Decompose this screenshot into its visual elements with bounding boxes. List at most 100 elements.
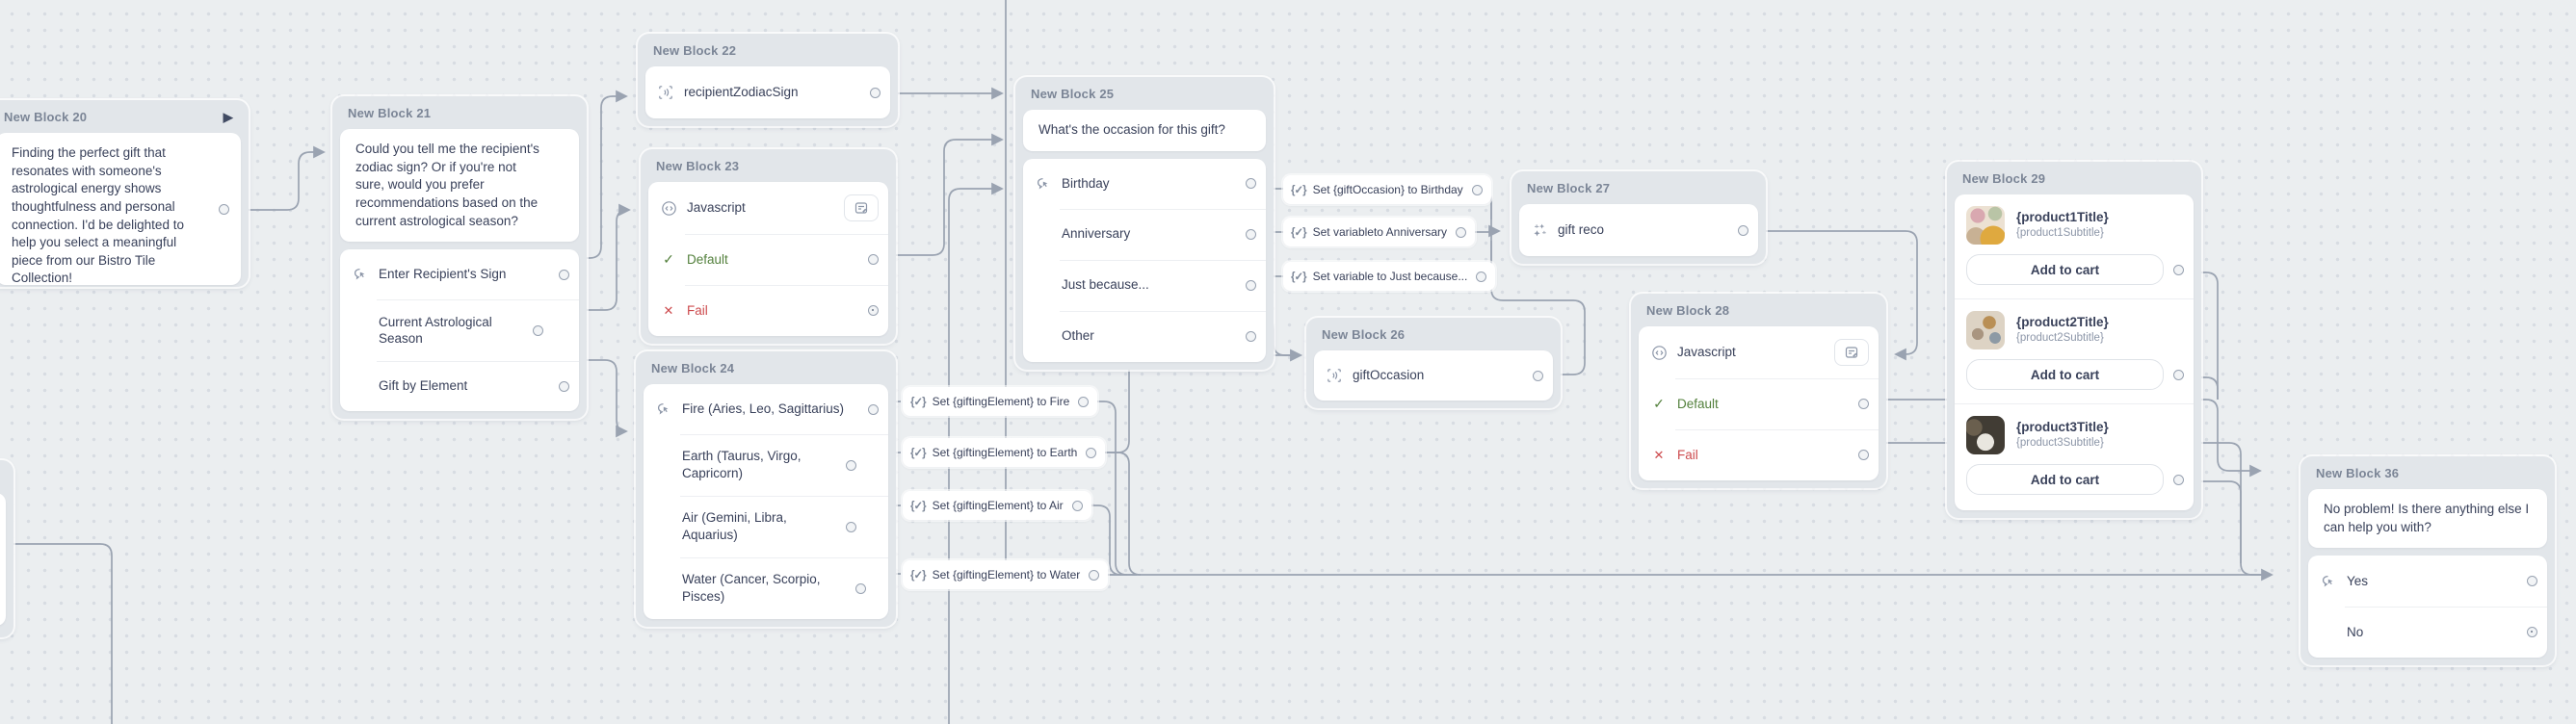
choice-row[interactable]: Yes (2308, 556, 2547, 607)
choice-row[interactable]: Air (Gemini, Libra, Aquarius) (644, 496, 888, 557)
choice-row[interactable]: Gift by Element (340, 361, 579, 411)
output-port[interactable] (219, 204, 229, 215)
output-port[interactable] (1246, 330, 1256, 342)
code-row[interactable]: Javascript (648, 182, 888, 234)
block-title: New Block 25 (1031, 86, 1115, 101)
set-variable-icon: {✓} (910, 570, 927, 582)
choice-row[interactable]: Enter Recipient's Sign (340, 249, 579, 299)
block-22[interactable]: New Block 22 recipientZodiacSign (638, 34, 898, 126)
chip-label: Set {giftingElement} to Water (932, 568, 1081, 582)
output-port[interactable] (1246, 279, 1256, 291)
output-port[interactable] (1471, 184, 1483, 195)
click-cursor-icon (2320, 574, 2337, 589)
set-variable-chip[interactable]: {✓} Set variable to Just because... (1283, 262, 1496, 291)
product-title: {product3Title} (2016, 420, 2109, 435)
x-icon: ✕ (663, 302, 674, 318)
block-29[interactable]: New Block 29 {product1Title} {product1Su… (1947, 162, 2201, 518)
block-20[interactable]: New Block 20 ▶ Finding the perfect gift … (0, 100, 249, 287)
edit-code-button[interactable] (844, 194, 879, 221)
output-port[interactable] (533, 324, 543, 336)
message-card[interactable]: What's the occasion for this gift? (1023, 110, 1266, 151)
output-port[interactable] (2527, 627, 2537, 638)
output-port[interactable] (1858, 399, 1869, 409)
path-row-fail[interactable]: ✕ Fail (648, 285, 888, 336)
set-variable-chip[interactable]: {✓} Set {giftOccasion} to Birthday (1283, 175, 1491, 204)
capture-row[interactable]: giftOccasion (1314, 350, 1553, 401)
path-label: Default (1677, 396, 1719, 411)
path-row-default[interactable]: ✓ Default (1639, 378, 1879, 429)
carousel-card-3[interactable]: {product3Title} {product3Subtitle} (1955, 404, 2194, 458)
choice-label: Anniversary (1062, 226, 1131, 242)
set-variable-chip[interactable]: {✓} Set variableto Anniversary (1283, 218, 1475, 246)
choice-row[interactable]: Water (Cancer, Scorpio, Pisces) (644, 557, 888, 619)
output-port[interactable] (846, 521, 856, 532)
block-21[interactable]: New Block 21 Could you tell me the recip… (332, 96, 587, 420)
block-27[interactable]: New Block 27 gift reco (1511, 171, 1766, 264)
output-port[interactable] (1456, 226, 1466, 238)
choice-row[interactable]: Just because... (1023, 259, 1266, 311)
choice-row[interactable]: Current Astrological Season (340, 299, 579, 361)
output-port[interactable] (868, 254, 879, 265)
set-variable-chip[interactable]: {✓} Set {giftingElement} to Water (903, 560, 1109, 589)
choice-row[interactable]: No (2308, 607, 2547, 658)
output-port[interactable] (1086, 447, 1097, 458)
code-label: Javascript (1677, 345, 1736, 360)
code-row[interactable]: Javascript (1639, 326, 1879, 378)
choice-row[interactable]: Anniversary (1023, 208, 1266, 260)
output-port[interactable] (870, 87, 881, 98)
carousel-card-2[interactable]: {product2Title} {product2Subtitle} (1955, 299, 2194, 353)
choice-row[interactable]: Birthday (1023, 159, 1266, 209)
output-port[interactable] (1071, 500, 1083, 511)
output-port[interactable] (2173, 264, 2184, 275)
output-port[interactable] (868, 403, 879, 415)
output-port[interactable] (1246, 178, 1256, 190)
capture-row[interactable]: recipientZodiacSign (645, 66, 890, 118)
set-variable-chip[interactable]: {✓} Set {giftingElement} to Earth (903, 438, 1106, 467)
edit-code-button[interactable] (1834, 339, 1869, 366)
message-card[interactable]: Could you tell me the recipient's zodiac… (340, 129, 579, 243)
set-variable-chip[interactable]: {✓} Set {giftingElement} to Fire (903, 387, 1098, 416)
path-row-fail[interactable]: ✕ Fail (1639, 429, 1879, 480)
output-port[interactable] (559, 269, 569, 280)
output-port[interactable] (2527, 576, 2537, 587)
output-port[interactable] (1078, 396, 1090, 407)
output-port[interactable] (855, 582, 866, 594)
block-23[interactable]: New Block 23 Javascript ✓ Default ✕ (641, 149, 896, 344)
output-port[interactable] (559, 380, 569, 392)
message-card[interactable]: No problem! Is there anything else I can… (2308, 489, 2547, 549)
output-port[interactable] (1089, 569, 1100, 581)
block-25[interactable]: New Block 25 What's the occasion for thi… (1015, 77, 1274, 370)
choice-row[interactable]: Other (1023, 310, 1266, 362)
add-to-cart-button[interactable]: Add to cart (1966, 359, 2164, 390)
carousel-card-1[interactable]: {product1Title} {product1Subtitle} (1955, 194, 2194, 248)
capture-variable: giftOccasion (1353, 368, 1425, 383)
block-36[interactable]: New Block 36 No problem! Is there anythi… (2300, 456, 2555, 666)
output-port[interactable] (846, 459, 856, 471)
output-port[interactable] (1533, 370, 1543, 381)
block-title: New Block 27 (1527, 180, 1611, 195)
block-partial-bottom-left[interactable] (0, 460, 13, 637)
ai-row[interactable]: gift reco (1519, 204, 1758, 256)
output-port[interactable] (2173, 474, 2184, 485)
message-card[interactable]: Finding the perfect gift that resonates … (0, 133, 241, 285)
output-port[interactable] (868, 305, 879, 316)
choice-label: Air (Gemini, Libra, Aquarius) (682, 510, 787, 542)
add-to-cart-button[interactable]: Add to cart (1966, 464, 2164, 495)
path-label: Default (687, 251, 728, 267)
output-port[interactable] (2173, 369, 2184, 380)
start-play-icon[interactable]: ▶ (223, 109, 233, 124)
output-port[interactable] (1738, 224, 1748, 236)
set-variable-chip[interactable]: {✓} Set {giftingElement} to Air (903, 491, 1091, 520)
path-row-default[interactable]: ✓ Default (648, 234, 888, 285)
add-to-cart-button[interactable]: Add to cart (1966, 254, 2164, 285)
path-label: Fail (687, 302, 708, 318)
output-port[interactable] (1476, 271, 1487, 282)
block-24[interactable]: New Block 24 Fire (Aries, Leo, Sagittari… (636, 351, 896, 627)
output-port[interactable] (1858, 450, 1869, 460)
choice-row[interactable]: Earth (Taurus, Virgo, Capricorn) (644, 434, 888, 496)
choice-label: Yes (2347, 573, 2369, 588)
block-28[interactable]: New Block 28 Javascript ✓ Default ✕ (1631, 294, 1886, 488)
output-port[interactable] (1246, 228, 1256, 240)
block-26[interactable]: New Block 26 giftOccasion (1306, 318, 1561, 408)
choice-row[interactable]: Fire (Aries, Leo, Sagittarius) (644, 384, 888, 434)
